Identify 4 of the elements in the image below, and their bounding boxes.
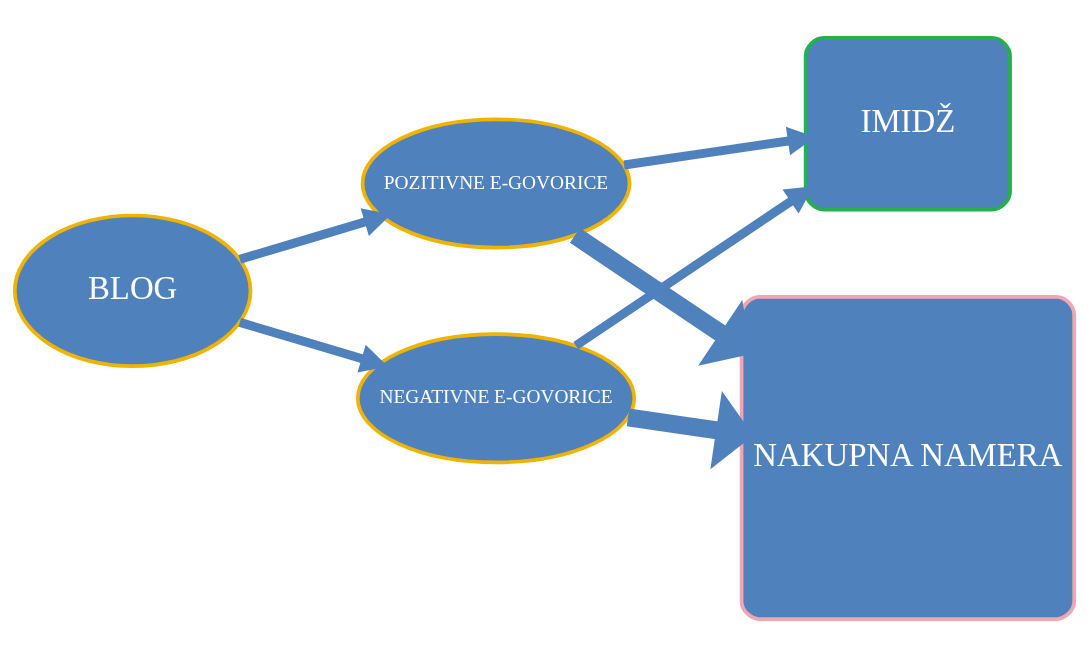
node-box: IMIDŽ bbox=[803, 36, 1012, 212]
node-box: NAKUPNA NAMERA bbox=[739, 294, 1077, 621]
arrow bbox=[238, 318, 388, 373]
node-ellipse: BLOG bbox=[12, 213, 253, 369]
